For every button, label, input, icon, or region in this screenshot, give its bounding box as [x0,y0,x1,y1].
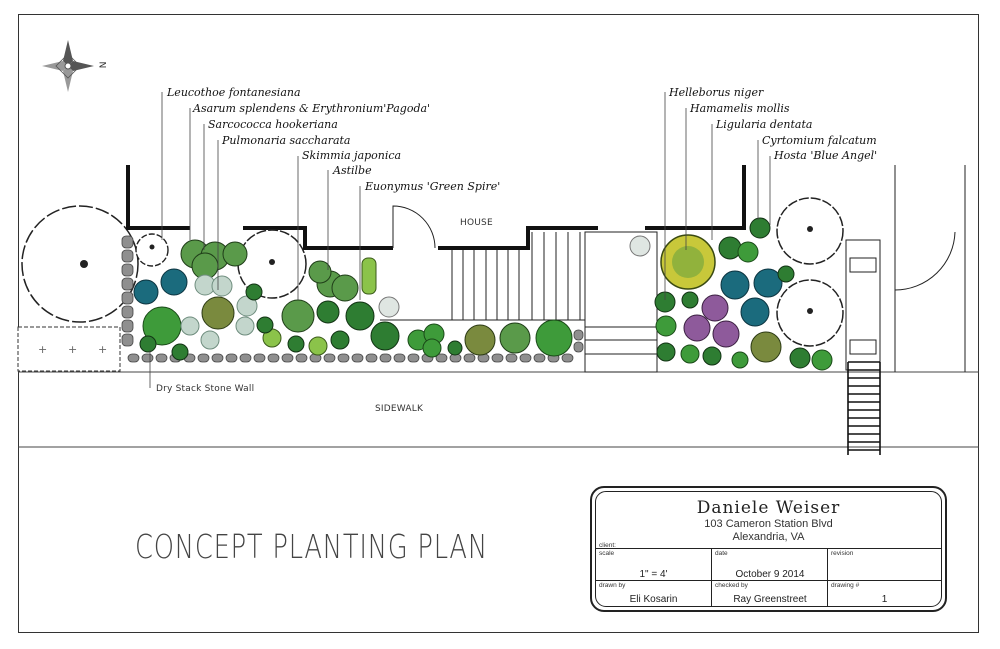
leader-lines-right [664,92,771,300]
scale-cell: scale 1" = 4' [596,549,711,581]
plant-label-4: Pulmonaria saccharata [222,134,351,147]
drawing-sheet [18,14,979,633]
plant-label-1: Leucothoe fontanesiana [167,86,301,99]
checked-by-cell: checked by Ray Greenstreet [711,581,828,606]
drawing-number-value: 1 [881,594,888,605]
plant-label-9: Hamamelis mollis [690,102,790,115]
client-name: Daniele Weiser [696,498,841,518]
svg-text:+: + [38,343,47,356]
stone-wall-front [127,329,584,363]
revision-cell: revision [827,549,941,581]
stone-wall-left [121,235,134,347]
plant-label-11: Cyrtomium falcatum [762,134,877,147]
front-steps [380,231,658,373]
front-planting-strip [407,319,573,358]
plant-label-7: Euonymus 'Green Spire' [365,180,501,193]
checked-by-caption: checked by [715,582,748,589]
title-block-row-1: scale 1" = 4' date October 9 2014 revisi… [596,548,941,581]
svg-text:+: + [98,343,107,356]
plant-label-6: Astilbe [333,164,372,177]
client-info: Daniele Weiser 103 Cameron Station Blvd … [596,498,941,544]
plant-label-5: Skimmia japonica [302,149,402,162]
date-value: October 9 2014 [735,569,805,580]
page-title: CONCEPT PLANTING PLAN [135,527,488,566]
checked-by-value: Ray Greenstreet [733,594,807,605]
plant-label-8: Helleborus niger [669,86,764,99]
drawn-by-caption: drawn by [599,582,626,589]
client-address-2: Alexandria, VA [732,531,805,543]
plant-label-10: Ligularia dentata [716,118,813,131]
plant-label-12: Hosta 'Blue Angel' [774,149,878,162]
title-block-row-2: drawn by Eli Kosarin checked by Ray Gree… [596,580,941,606]
wall-label: Dry Stack Stone Wall [156,384,255,394]
svg-text:+: + [68,343,77,356]
right-structures [845,165,966,372]
house-label: HOUSE [460,218,493,228]
scale-value: 1" = 4' [639,569,668,580]
date-cell: date October 9 2014 [711,549,828,581]
revision-caption: revision [831,550,854,557]
scale-caption: scale [599,550,615,557]
drawing-number-caption: drawing # [831,582,860,589]
right-planting-bed [629,197,844,371]
side-stairs [847,361,881,455]
north-label: N [96,61,107,69]
client-address-1: 103 Cameron Station Blvd [704,518,833,530]
client-caption: client: [599,542,616,549]
leader-lines-left [149,92,361,388]
house-door [392,205,436,249]
plant-label-3: Sarcococca hookeriana [208,118,338,131]
drawn-by-cell: drawn by Eli Kosarin [596,581,711,606]
title-block: client: Daniele Weiser 103 Cameron Stati… [590,486,947,612]
sidewalk-label: SIDEWALK [375,404,424,414]
street-tree-left [21,205,139,323]
house-walls [126,165,746,250]
shrub-outline [135,233,169,267]
north-arrow-icon [42,40,94,92]
date-caption: date [715,550,728,557]
left-planting-bed [133,229,400,361]
plant-label-2: Asarum splendens & Erythronium'Pagoda' [193,102,431,115]
hedge-bed [17,326,121,372]
drawn-by-value: Eli Kosarin [629,594,678,605]
drawing-number-cell: drawing # 1 [827,581,941,606]
